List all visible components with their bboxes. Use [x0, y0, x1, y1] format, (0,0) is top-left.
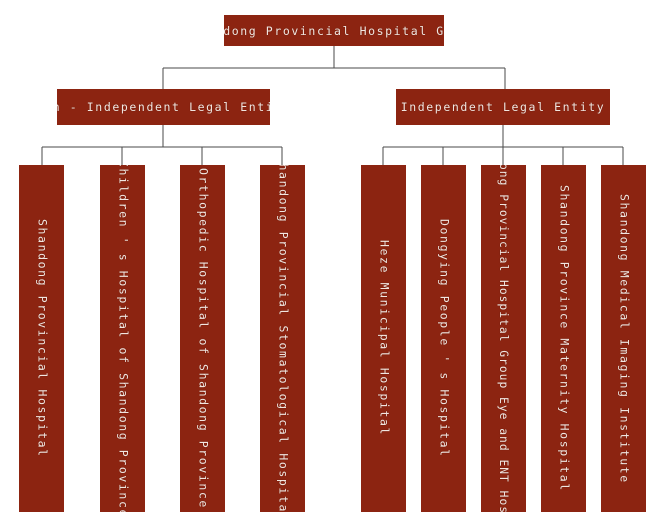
node-orthopedic-hospital-of-shandong-province[interactable]: Orthopedic Hospital of Shandong Province — [180, 165, 225, 512]
node-childrens-hospital-of-shandong-province[interactable]: Children ' s Hospital of Shandong Provin… — [100, 165, 145, 512]
node-non-independent-legal-entity-label: Non - Independent Legal Entity — [57, 100, 270, 114]
node-heze-municipal-hospital-label: Heze Municipal Hospital — [377, 240, 392, 437]
node-shandong-province-maternity-hospital-label: Shandong Province Maternity Hospital — [557, 185, 572, 492]
node-eye-and-ent-hospital[interactable]: Shandong Provincial Hospital Group Eye a… — [481, 165, 526, 512]
node-independent-legal-entity[interactable]: Independent Legal Entity — [396, 89, 610, 125]
node-shandong-provincial-hospital[interactable]: Shandong Provincial Hospital — [19, 165, 64, 512]
node-root[interactable]: Shandong Provincial Hospital Group — [224, 15, 444, 46]
node-dongying-peoples-hospital[interactable]: Dongying People ' s Hospital — [421, 165, 466, 512]
node-eye-and-ent-hospital-label: Shandong Provincial Hospital Group Eye a… — [497, 165, 511, 512]
node-shandong-province-maternity-hospital[interactable]: Shandong Province Maternity Hospital — [541, 165, 586, 512]
node-shandong-medical-imaging-institute-label: Shandong Medical Imaging Institute — [617, 193, 632, 484]
node-heze-municipal-hospital[interactable]: Heze Municipal Hospital — [361, 165, 406, 512]
node-shandong-provincial-hospital-label: Shandong Provincial Hospital — [35, 219, 50, 458]
node-shandong-provincial-stomatological-hospital-label: Shandong Provincial Stomatological Hospi… — [276, 165, 291, 512]
node-non-independent-legal-entity[interactable]: Non - Independent Legal Entity — [57, 89, 270, 125]
node-shandong-provincial-stomatological-hospital[interactable]: Shandong Provincial Stomatological Hospi… — [260, 165, 305, 512]
node-root-label: Shandong Provincial Hospital Group — [224, 23, 444, 38]
node-orthopedic-hospital-of-shandong-province-label: Orthopedic Hospital of Shandong Province — [196, 168, 211, 509]
node-dongying-peoples-hospital-label: Dongying People ' s Hospital — [437, 219, 452, 458]
node-childrens-hospital-of-shandong-province-label: Children ' s Hospital of Shandong Provin… — [116, 165, 131, 512]
node-independent-legal-entity-label: Independent Legal Entity — [400, 100, 606, 114]
node-shandong-medical-imaging-institute[interactable]: Shandong Medical Imaging Institute — [601, 165, 646, 512]
